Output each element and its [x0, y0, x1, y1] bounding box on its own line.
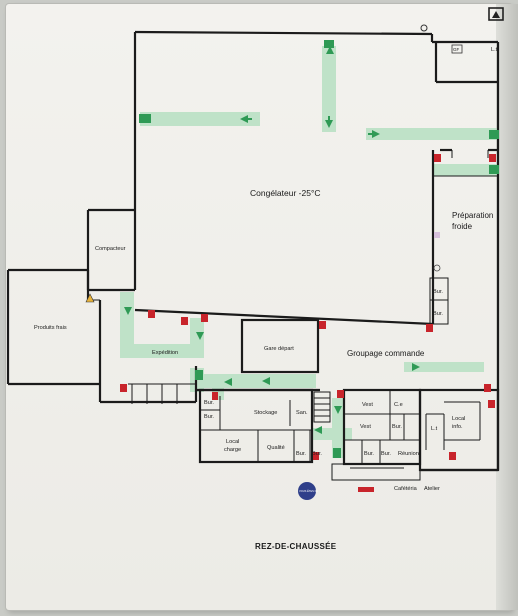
- room-local-charge-1: Local: [226, 439, 239, 445]
- room-san: San.: [296, 410, 308, 416]
- room-groupage: Groupage commande: [347, 349, 425, 358]
- evacuation-arrow-icon: [240, 115, 252, 123]
- extinguisher-icon: [181, 317, 188, 325]
- you-are-here-icon: [298, 482, 316, 500]
- room-bur-left-2: Bur.: [204, 414, 214, 420]
- exit-sign-icon: [324, 40, 334, 48]
- extinguisher-icon: [488, 400, 495, 408]
- evacuation-arrow-icon: [326, 46, 334, 54]
- extinguisher-icon: [212, 392, 218, 400]
- room-bur-qualite-2: Bur.: [312, 451, 322, 457]
- extinguisher-icon: [337, 390, 344, 398]
- extinguisher-icon: [358, 487, 374, 492]
- exit-sign-icon: [489, 165, 499, 174]
- room-ce: C.e: [394, 402, 403, 408]
- room-bur-qualite-1: Bur.: [296, 451, 306, 457]
- room-compacteur: Compacteur: [95, 246, 126, 252]
- room-vest-1: Vest: [362, 402, 373, 408]
- room-bur-left-1: Bur.: [204, 400, 214, 406]
- room-preparation-2: froide: [452, 222, 473, 231]
- evacuation-arrow-icon: [334, 406, 342, 414]
- floor-plan-sheet: [6, 4, 512, 610]
- room-local-info-2: info.: [452, 424, 463, 430]
- extinguisher-icon: [201, 314, 208, 322]
- evacuation-arrow-icon: [262, 377, 270, 385]
- evacuation-arrow-icon: [325, 116, 333, 128]
- room-qualite: Qualité: [267, 445, 285, 451]
- room-lt-top: L.t: [491, 47, 498, 53]
- you-are-here-label: VOUS ÊTES ICI: [299, 488, 318, 493]
- exit-sign-icon: [139, 114, 151, 123]
- exit-sign-icon: [195, 370, 203, 380]
- evacuation-arrow-icon: [196, 332, 204, 340]
- extinguisher-icon: [319, 321, 326, 329]
- room-gare-depart: Gare départ: [264, 346, 294, 352]
- room-local-charge-2: charge: [224, 447, 241, 453]
- extinguisher-icon: [148, 310, 155, 318]
- room-expedition: Expédition: [152, 350, 178, 356]
- room-atelier: Atelier: [424, 486, 440, 492]
- exit-sign-icon: [489, 130, 499, 139]
- evacuation-paths: [120, 46, 498, 458]
- stairs: [313, 391, 331, 423]
- room-cafeteria: Cafétéria: [394, 486, 418, 492]
- evacuation-arrows: [124, 46, 420, 434]
- evacuation-arrow-icon: [412, 363, 420, 371]
- exit-sign-icon: [333, 448, 341, 458]
- frame-edge: [496, 4, 518, 610]
- evacuation-arrow-icon: [224, 378, 232, 386]
- fire-alarm-icon: [488, 7, 504, 21]
- extinguisher-icon: [434, 154, 441, 162]
- fire-alarm-icon: [420, 24, 428, 32]
- extinguisher-icon: [426, 324, 433, 332]
- extinguisher-icon: [313, 452, 319, 460]
- room-bur-right-1: Bur.: [433, 289, 443, 295]
- room-bur-vest: Bur.: [392, 424, 402, 430]
- room-local-info-1: Local: [452, 416, 465, 422]
- extinguisher-icon: [449, 452, 456, 460]
- evacuation-arrow-icon: [314, 426, 322, 434]
- room-gf: GF: [453, 47, 460, 52]
- room-reunion: Réunion: [398, 451, 419, 457]
- misc-icons: [85, 7, 504, 500]
- exit-signs: [139, 40, 499, 458]
- room-preparation-1: Préparation: [452, 211, 493, 220]
- extinguisher-icon: [489, 154, 496, 162]
- evacuation-arrow-icon: [368, 130, 380, 138]
- room-labels: Congélateur -25°C Préparation froide Com…: [34, 47, 498, 551]
- extinguisher-icon: [120, 384, 127, 392]
- warning-icon: [85, 293, 95, 303]
- room-vest-2: Vest: [360, 424, 371, 430]
- room-produits-frais: Produits frais: [34, 325, 67, 331]
- room-bur-reunion-2: Bur.: [381, 451, 391, 457]
- room-lt-office: L.t: [431, 426, 438, 432]
- extinguishers: [120, 154, 496, 492]
- room-congelateur: Congélateur -25°C: [250, 188, 321, 198]
- extinguisher-icon: [484, 384, 491, 392]
- floor-title: REZ-DE-CHAUSSÉE: [255, 542, 337, 551]
- room-stockage: Stockage: [254, 410, 277, 416]
- building-walls: [6, 30, 500, 481]
- room-bur-right-2: Bur.: [433, 311, 443, 317]
- room-bur-reunion-1: Bur.: [364, 451, 374, 457]
- evacuation-arrow-icon: [124, 307, 132, 315]
